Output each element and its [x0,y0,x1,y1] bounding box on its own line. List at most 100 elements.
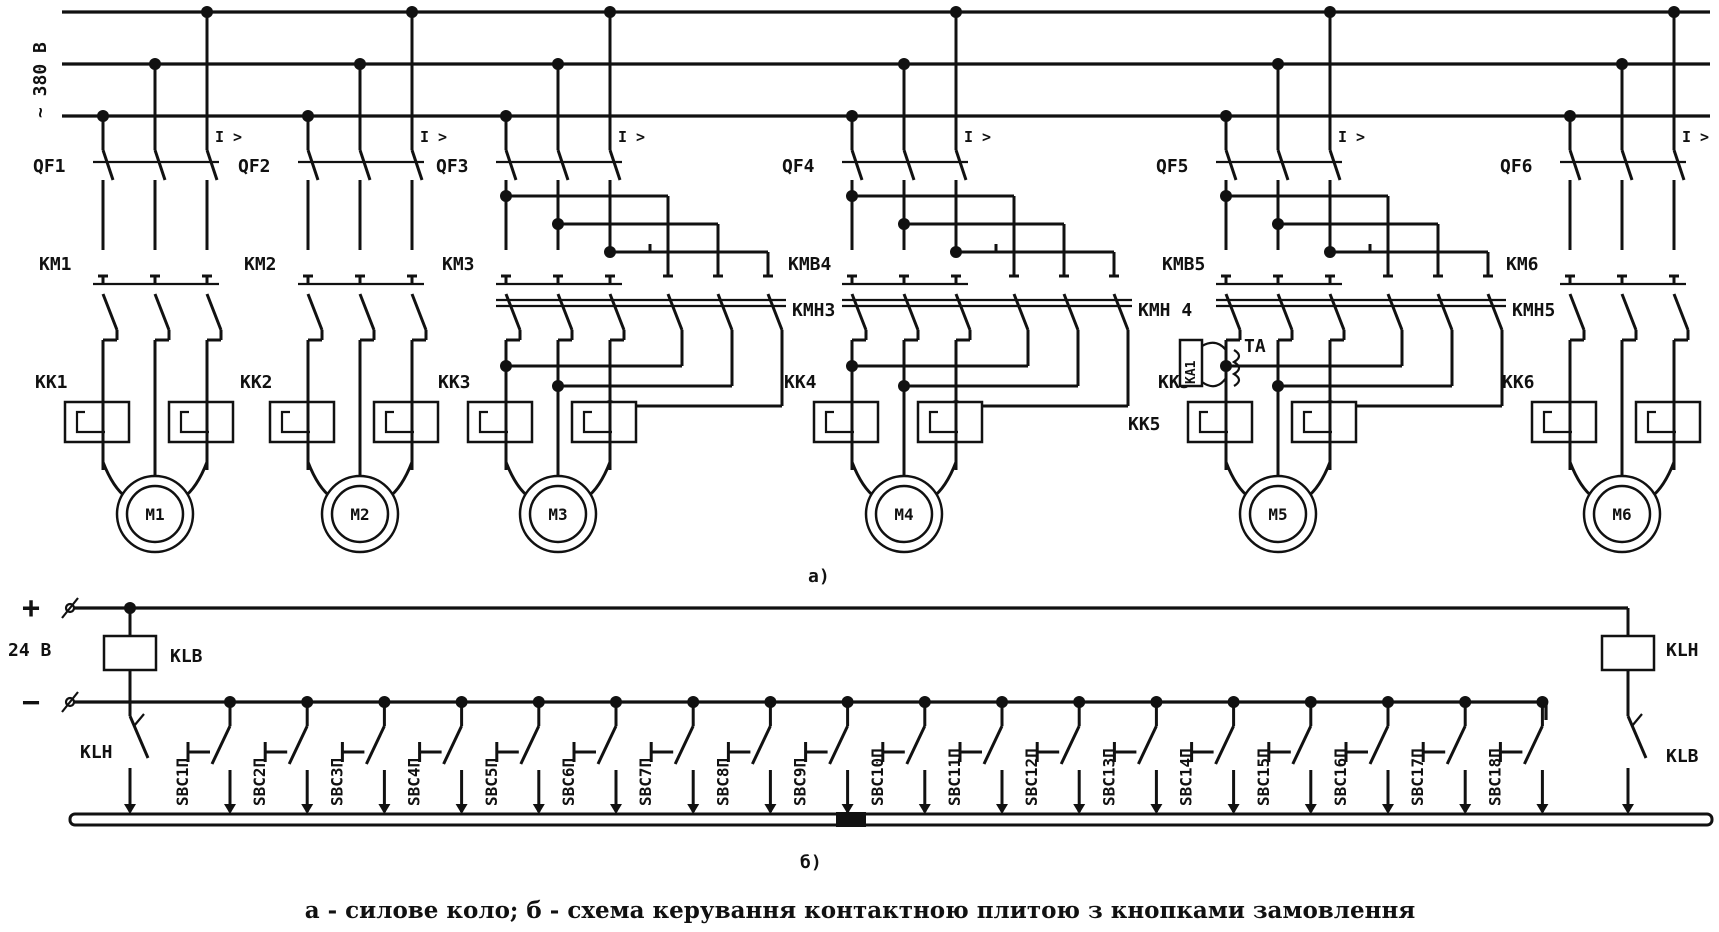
breaker-label: QF6 [1500,156,1533,177]
breaker-label: QF1 [33,156,66,177]
control-voltage-label: 24 В [8,640,52,661]
order-button-14[interactable]: SBC14П [1177,696,1240,814]
thermal-heater [63,400,131,444]
order-button-label: SBC10П [868,748,887,806]
breaker-label: QF2 [238,156,271,177]
order-button-label: SBC14П [1177,748,1196,806]
thermal-relay-label: КК3 [438,372,471,393]
order-button-label: SBC4П [405,758,424,806]
thermal-relay-label: КК6 [1502,372,1535,393]
order-button-9[interactable]: SBC9П [791,696,854,814]
motor-label: М4 [894,505,913,524]
reverse-contactor-label: КМН 4 [1138,300,1192,321]
order-button-11[interactable]: SBC11П [945,696,1008,814]
order-button-label: SBC9П [791,758,810,806]
order-button-10[interactable]: SBC10П [868,696,931,814]
control-part-label: б) [800,852,822,873]
thermal-heater [167,400,235,444]
overcurrent-label: I > [420,128,447,146]
thermal-heater [268,400,336,444]
overcurrent-label: I > [1682,128,1709,146]
power-part-label: а) [808,566,830,587]
contact-left-label: KLH [80,742,113,763]
contactor-label: КМВ4 [788,254,832,275]
breaker-label: QF4 [782,156,815,177]
return-busbar [68,812,1714,827]
order-button-13[interactable]: SBC13П [1099,696,1163,814]
current-transformer-label: ТА [1244,336,1266,357]
power-circuit: ~ 380 В [30,10,1710,118]
thermal-heater [1530,400,1598,444]
order-button-3[interactable]: SBC3П [327,696,391,814]
busbar-joint [836,812,866,827]
plus-terminal-label: + [22,591,40,626]
order-button-7[interactable]: SBC7П [636,696,700,814]
contactor-label: КМВ5 [1162,254,1205,275]
order-button-label: SBC13П [1099,748,1118,806]
order-button-label: SBC1П [173,758,192,806]
overcurrent-label: I > [618,128,645,146]
order-button-label: SBC16П [1331,748,1350,806]
coil-left-label: KLB [170,646,203,667]
order-buttons: SBC1П SBC2П SBC3П SBC4П SBC5П SBC6П SBC7П SBC8П… [173,696,1549,814]
order-button-label: SBC18П [1485,748,1504,806]
order-button-5[interactable]: SBC5П [482,696,545,814]
order-button-17[interactable]: SBC17П [1408,696,1472,814]
thermal-heater [916,400,984,444]
motor-label: М6 [1612,505,1631,524]
reverse-contactor-label: КМН3 [792,300,835,321]
order-button-label: SBC7П [636,758,655,806]
thermal-heater [1634,400,1702,444]
thermal-heater [812,400,880,444]
thermal-heater [1290,400,1358,444]
contactor-label: КМ3 [442,254,475,275]
thermal-heater [372,400,440,444]
breaker-label: QF5 [1156,156,1189,177]
order-button-label: SBC11П [945,748,964,806]
coil-right [1600,634,1656,672]
order-button-1[interactable]: SBC1П [173,696,236,814]
thermal-heater [570,400,638,444]
motor-label: М1 [145,505,164,524]
order-button-label: SBC12П [1022,748,1041,806]
order-button-16[interactable]: SBC16П [1331,696,1394,814]
contact-right-label: KLB [1666,746,1699,767]
order-button-2[interactable]: SBC2П [250,696,314,814]
overcurrent-label: I > [1338,128,1365,146]
current-relay [1178,338,1204,388]
thermal-relay-label: КК4 [784,372,817,393]
order-button-6[interactable]: SBC6П [559,696,622,814]
minus-terminal-label: − [22,685,40,720]
order-button-label: SBC8П [713,758,732,806]
thermal-relay-label: КК1 [35,372,68,393]
thermal-heater [1186,400,1254,444]
order-button-4[interactable]: SBC4П [405,696,468,814]
overcurrent-label: I > [215,128,242,146]
current-transformer [1231,349,1241,387]
coil-right-label: KLH [1666,640,1699,661]
order-button-label: SBC2П [250,758,269,806]
order-button-18[interactable]: SBC18П [1485,696,1549,814]
current-relay-label: КА1 [1184,360,1199,384]
order-button-label: SBC6П [559,758,578,806]
order-button-15[interactable]: SBC15П [1254,696,1317,814]
order-button-8[interactable]: SBC8П [713,696,777,814]
supply-voltage-label: ~ 380 В [30,42,51,118]
coil-left [102,634,158,672]
contactor-label: КМ6 [1506,254,1539,275]
order-button-label: SBC5П [482,758,501,806]
contactor-label: КМ1 [39,254,72,275]
motor-label: М3 [548,505,567,524]
order-button-label: SBC15П [1254,748,1273,806]
thermal-relay-label: КК2 [240,372,273,393]
thermal-relay-label-alt: КК5 [1128,414,1161,435]
motor-label: М2 [350,505,369,524]
order-button-12[interactable]: SBC12П [1022,696,1086,814]
